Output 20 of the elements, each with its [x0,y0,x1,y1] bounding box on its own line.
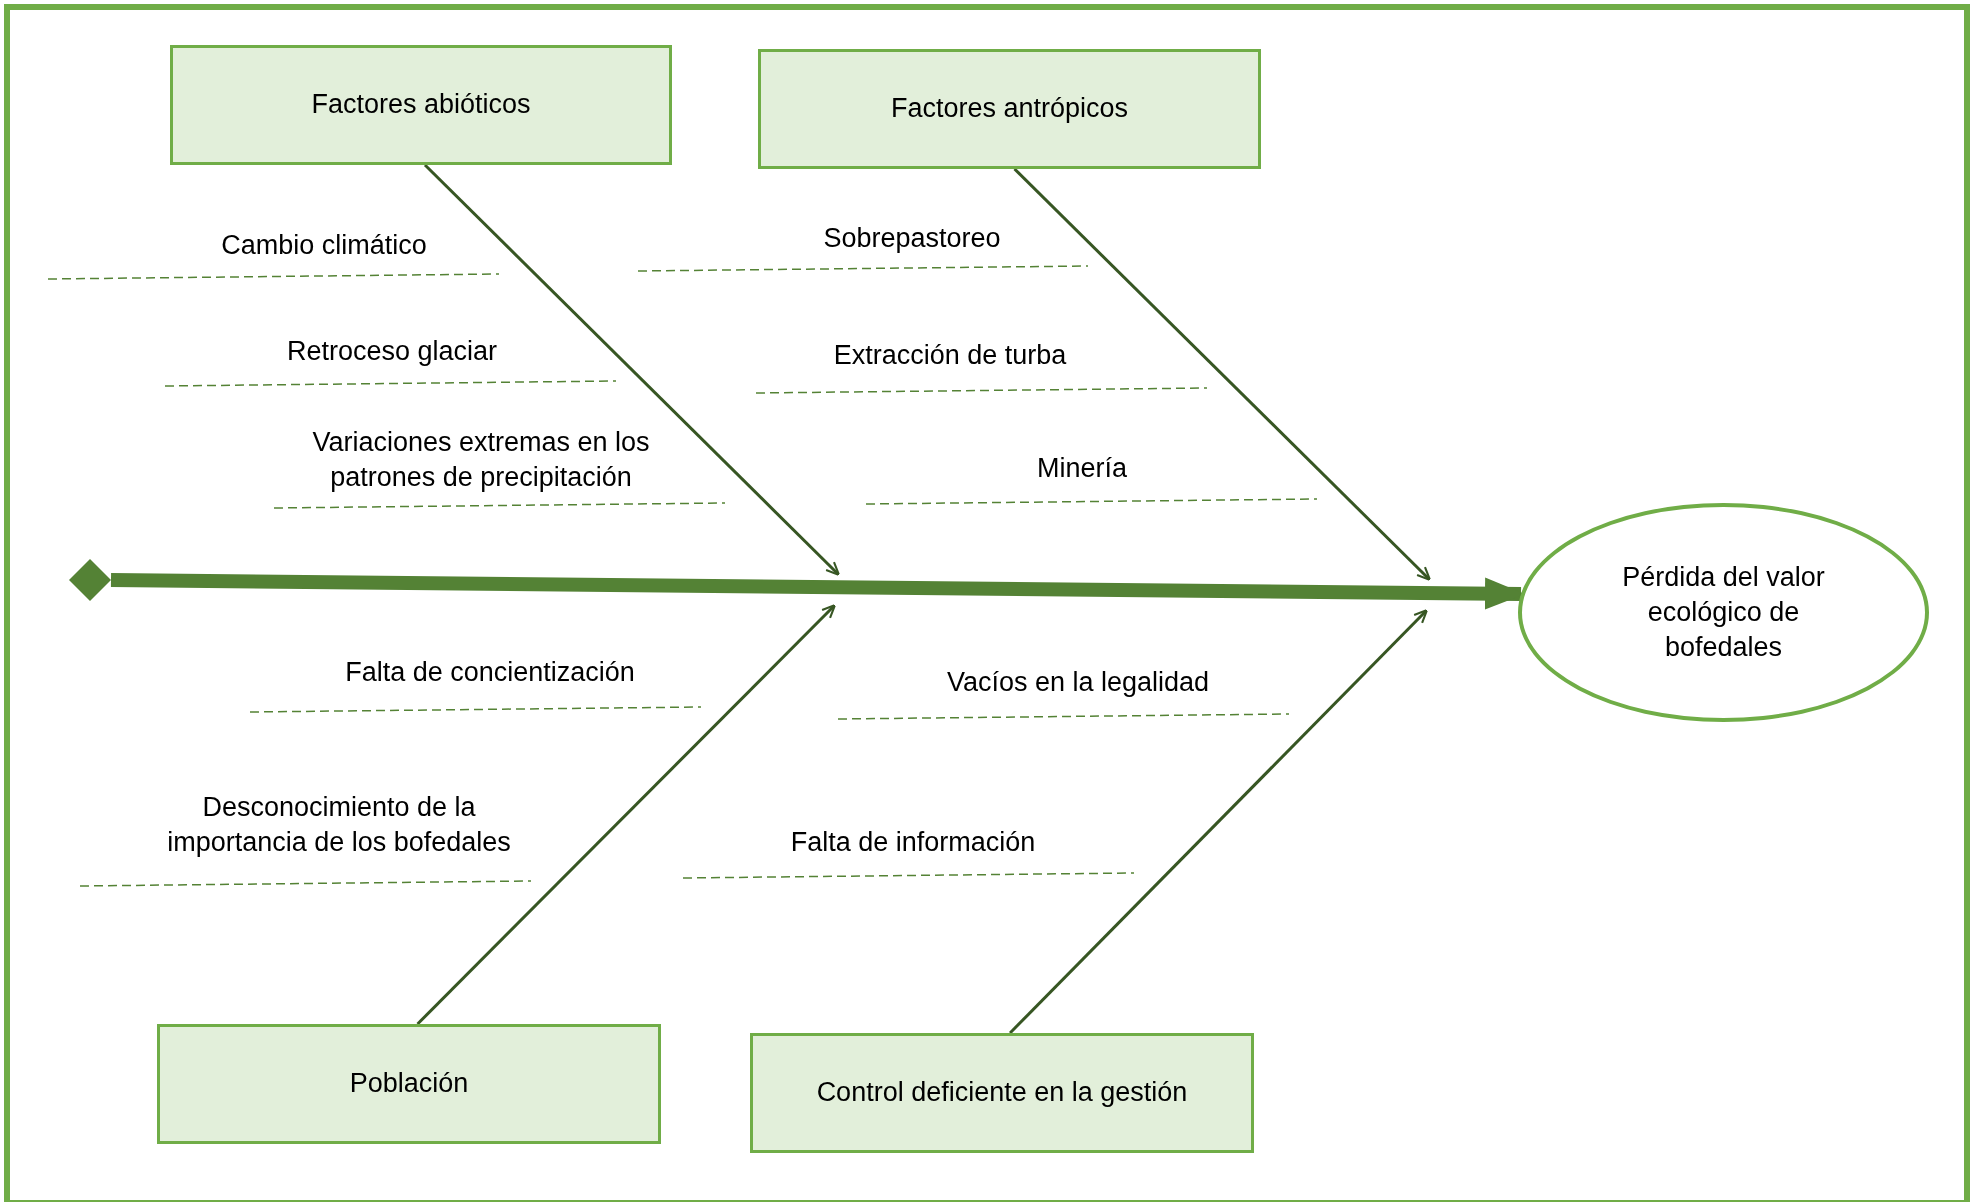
cause-label: Desconocimiento de la importancia de los bofedales [166,791,512,860]
cause-label: Sobrepastoreo [823,222,1001,255]
cause-label: Vacíos en la legalidad [946,666,1210,699]
diamond-marker [69,559,111,601]
branch-arrow [1013,167,1432,582]
cause-label: Retroceso glaciar [286,335,498,368]
cause-label: Cambio climático [221,229,427,262]
cause-label: Variaciones extremas en los patrones de precipitación [311,426,651,495]
branch-arrow [1009,608,1429,1035]
cause-label: Extracción de turba [833,339,1067,372]
category-box: Control deficiente en la gestión [750,1033,1254,1153]
category-box: Factores antrópicos [758,49,1261,169]
branch-arrow [423,163,841,577]
effect-ellipse: Pérdida del valor ecológico de bofedales [1518,503,1929,722]
cause-label: Minería [1037,452,1127,485]
cause-label: Falta de información [790,826,1036,859]
cause-label: Falta de concientización [345,656,635,689]
category-box: Población [157,1024,661,1144]
branch-arrow [416,603,837,1026]
category-box: Factores abióticos [170,45,672,165]
